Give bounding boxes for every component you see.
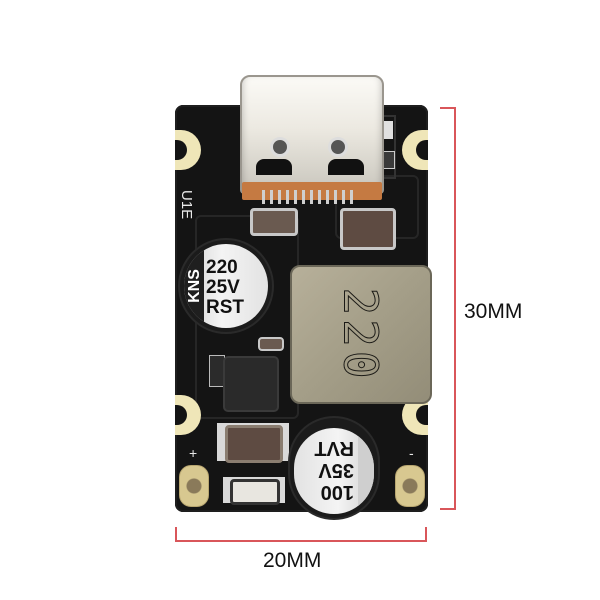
castellated-pad-top-left (175, 130, 201, 170)
inductor-marking-wrap: 220 (292, 267, 430, 402)
capacitor-face: 100 35V RVT (294, 428, 374, 514)
usb-pin (342, 190, 345, 204)
usb-pin (270, 190, 273, 204)
ic-chip (225, 358, 277, 410)
smd-diode (230, 479, 280, 505)
castellated-pad-top-right (402, 130, 428, 170)
smd-capacitor-ceramic (225, 425, 283, 463)
dimension-tick (440, 508, 456, 510)
led (383, 121, 393, 139)
electrolytic-capacitor-top: KNS 220 25V RST (180, 240, 272, 332)
usb-pin (294, 190, 297, 204)
usb-pin (334, 190, 337, 204)
usb-mount-hole (270, 137, 290, 157)
solder-pad-vout-minus (395, 465, 425, 507)
inductor-marking: 220 (334, 286, 389, 383)
capacitor-face: KNS 220 25V RST (184, 244, 268, 328)
smd-resistor (258, 337, 284, 351)
solder-pad-vin-plus (179, 465, 209, 507)
capacitor-brand: KNS (185, 269, 203, 303)
usb-pin (318, 190, 321, 204)
smd-capacitor-large (340, 208, 396, 250)
smd-resistor (209, 355, 225, 387)
usb-pin (262, 190, 265, 204)
usb-opening (256, 159, 292, 175)
usb-c-connector (240, 75, 384, 200)
capacitor-value: 100 (320, 481, 354, 503)
dimension-tick (440, 107, 456, 109)
silkscreen-plus: + (189, 445, 198, 461)
usb-pin (326, 190, 329, 204)
capacitor-series: RST (206, 297, 244, 318)
capacitor-voltage: 25V (206, 277, 240, 298)
usb-pin (350, 190, 353, 204)
electrolytic-capacitor-bottom: 100 35V RVT (290, 418, 378, 518)
capacitor-polarity-stripe (358, 428, 374, 514)
dimension-line-height (454, 107, 456, 510)
power-inductor: 220 (290, 265, 432, 404)
usb-opening (328, 159, 364, 175)
usb-pin (278, 190, 281, 204)
smd-capacitor (250, 208, 298, 236)
dimension-label-width: 20MM (263, 549, 322, 572)
silkscreen-minus: - (409, 445, 414, 461)
resistor-small (383, 151, 395, 169)
capacitor-polarity-stripe (184, 244, 204, 328)
usb-pin (302, 190, 305, 204)
capacitor-value: 220 (206, 257, 238, 278)
usb-pin (286, 190, 289, 204)
dimension-line-width (175, 540, 427, 542)
dimension-tick (175, 527, 177, 542)
capacitor-series: RVT (314, 437, 354, 459)
silkscreen-ref-designator: U1E (178, 190, 195, 220)
capacitor-voltage: 35V (318, 459, 354, 481)
dimension-label-height: 30MM (464, 300, 523, 323)
dimension-tick (425, 527, 427, 542)
usb-pin (310, 190, 313, 204)
usb-mount-hole (328, 137, 348, 157)
